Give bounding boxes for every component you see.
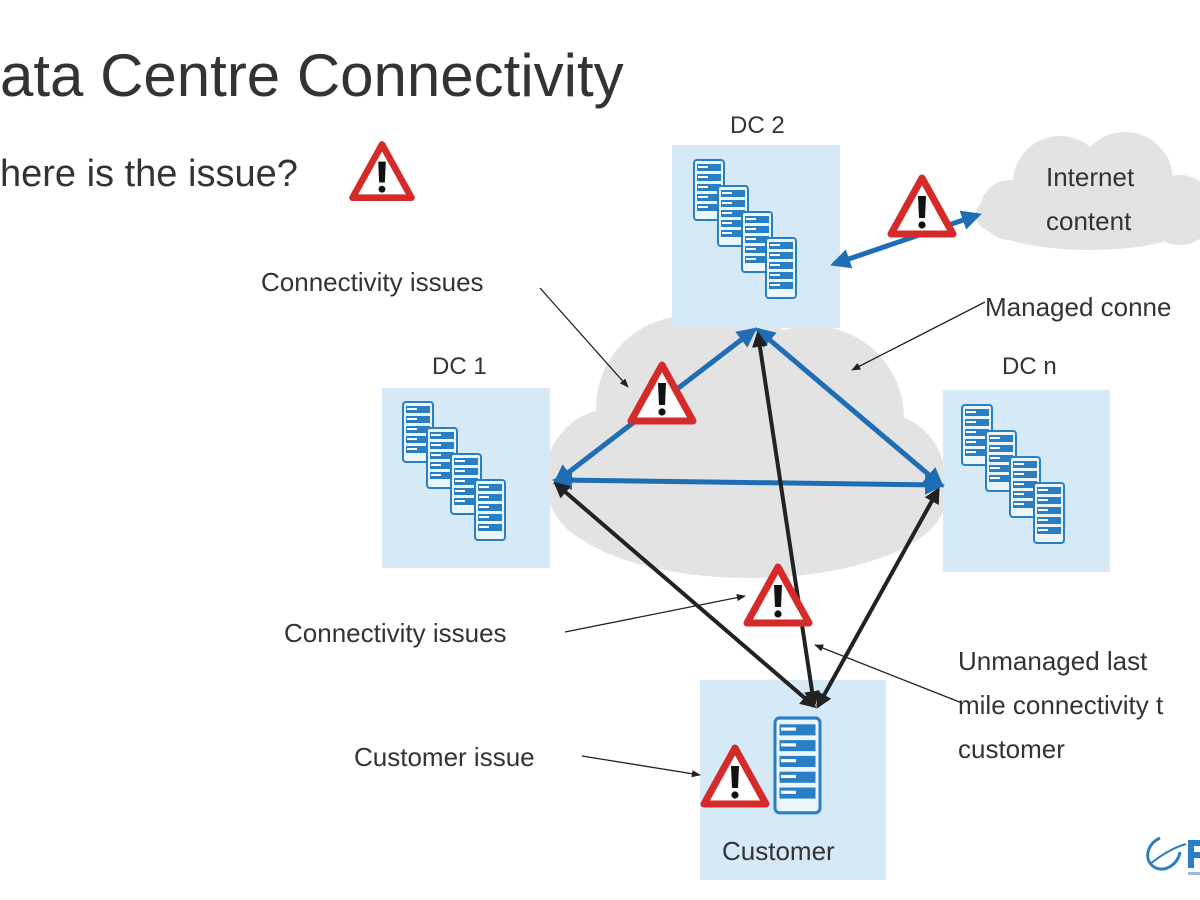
slide-title: ata Centre Connectivity — [0, 42, 624, 109]
dc1-label: DC 1 — [432, 353, 487, 380]
unmanaged-connectivity-label: customer — [958, 734, 1065, 764]
connectivity-issues-label: Connectivity issues — [261, 267, 484, 297]
dcn-label: DC n — [1002, 353, 1057, 380]
annotation-pointers — [539, 287, 986, 778]
dc2-label: DC 2 — [730, 112, 785, 139]
managed-connectivity-label: Managed conne — [985, 292, 1171, 322]
customer-issue-label: Customer issue — [354, 742, 535, 772]
logo-icon — [1146, 836, 1200, 875]
cloud-icon — [975, 132, 1200, 250]
unmanaged-links — [553, 330, 940, 709]
connectivity-issues-label: Connectivity issues — [284, 618, 507, 648]
warning-icon — [353, 145, 412, 198]
warning-icon — [891, 178, 953, 234]
customer-label: Customer — [722, 836, 835, 866]
internet-content-label: Internet — [1046, 162, 1135, 192]
unmanaged-connectivity-label: Unmanaged last — [958, 646, 1148, 676]
internet-content-label: content — [1046, 206, 1132, 236]
slide-subtitle: here is the issue? — [0, 153, 298, 195]
server-stack-icon — [773, 716, 822, 815]
unmanaged-connectivity-label: mile connectivity t — [958, 690, 1164, 720]
